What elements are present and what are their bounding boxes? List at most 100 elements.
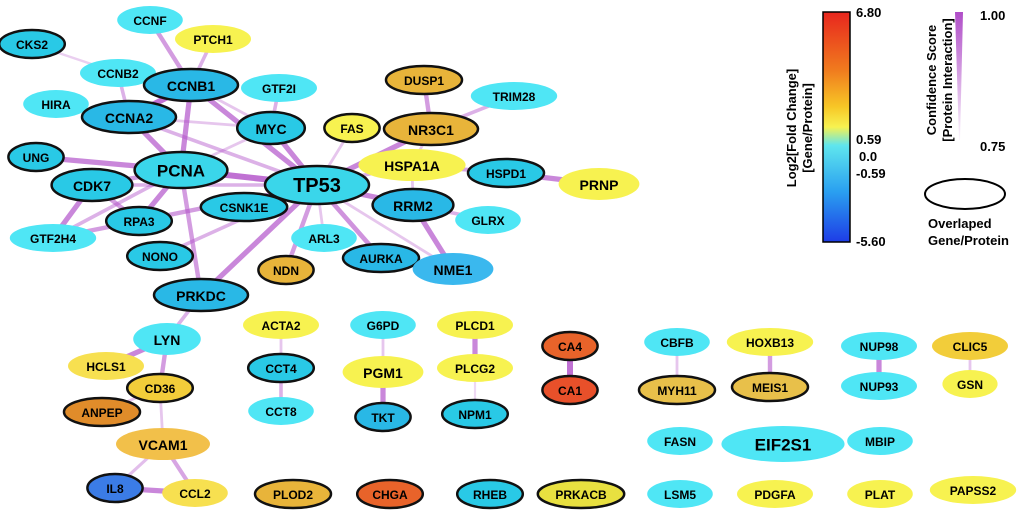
node-shape-myh11[interactable]: [637, 374, 717, 406]
node-lyn[interactable]: LYN: [133, 323, 201, 355]
node-csnk1e[interactable]: CSNK1E: [199, 191, 289, 223]
node-rheb[interactable]: RHEB: [455, 478, 525, 510]
node-shape-chga[interactable]: [355, 478, 425, 510]
node-glrx[interactable]: GLRX: [455, 206, 521, 234]
node-shape-nono[interactable]: [125, 240, 195, 272]
node-shape-cct4[interactable]: [246, 352, 316, 384]
node-il8[interactable]: IL8: [86, 472, 144, 504]
node-cd36[interactable]: CD36: [125, 372, 195, 404]
node-shape-vcam1[interactable]: [116, 428, 210, 460]
node-ccnf[interactable]: CCNF: [117, 6, 183, 34]
node-hira[interactable]: HIRA: [23, 90, 89, 118]
node-shape-nr3c1[interactable]: [382, 111, 480, 147]
node-myh11[interactable]: MYH11: [637, 374, 717, 406]
node-trim28[interactable]: TRIM28: [470, 82, 558, 110]
node-shape-nup98[interactable]: [841, 332, 917, 360]
node-shape-hcls1[interactable]: [68, 352, 144, 380]
node-shape-csnk1e[interactable]: [199, 191, 289, 223]
node-plod2[interactable]: PLOD2: [253, 478, 333, 510]
node-pgm1[interactable]: PGM1: [342, 356, 424, 388]
node-papss2[interactable]: PAPSS2: [929, 476, 1017, 504]
node-shape-cbfb[interactable]: [644, 328, 710, 356]
node-shape-anpep[interactable]: [62, 396, 142, 428]
node-fasn[interactable]: FASN: [647, 427, 713, 455]
node-ptch1[interactable]: PTCH1: [175, 25, 251, 53]
node-hspa1a[interactable]: HSPA1A: [358, 149, 466, 181]
node-arl3[interactable]: ARL3: [291, 224, 357, 252]
node-shape-plcg2[interactable]: [437, 354, 513, 382]
node-plat[interactable]: PLAT: [847, 480, 913, 508]
node-shape-prkdc[interactable]: [152, 277, 250, 313]
node-rpa3[interactable]: RPA3: [104, 205, 174, 237]
node-shape-fasn[interactable]: [647, 427, 713, 455]
node-shape-g6pd[interactable]: [350, 311, 416, 339]
node-cct8[interactable]: CCT8: [248, 397, 314, 425]
node-nup98[interactable]: NUP98: [841, 332, 917, 360]
node-shape-plat[interactable]: [847, 480, 913, 508]
node-shape-rrm2[interactable]: [371, 187, 455, 223]
node-ndn[interactable]: NDN: [257, 254, 315, 286]
node-shape-ccnf[interactable]: [117, 6, 183, 34]
node-shape-il8[interactable]: [86, 472, 144, 504]
node-shape-ptch1[interactable]: [175, 25, 251, 53]
node-myc[interactable]: MYC: [235, 110, 307, 146]
node-shape-tkt[interactable]: [354, 401, 412, 433]
node-shape-cd36[interactable]: [125, 372, 195, 404]
node-nr3c1[interactable]: NR3C1: [382, 111, 480, 147]
node-plcd1[interactable]: PLCD1: [437, 311, 513, 339]
node-cdk7[interactable]: CDK7: [50, 167, 134, 203]
node-pdgfa[interactable]: PDGFA: [737, 480, 813, 508]
node-gsn[interactable]: GSN: [942, 370, 998, 398]
node-shape-ca1[interactable]: [541, 374, 599, 406]
node-shape-papss2[interactable]: [929, 476, 1017, 504]
node-hoxb13[interactable]: HOXB13: [726, 328, 814, 356]
node-shape-arl3[interactable]: [291, 224, 357, 252]
node-shape-ndn[interactable]: [257, 254, 315, 286]
node-shape-rpa3[interactable]: [104, 205, 174, 237]
node-shape-hira[interactable]: [23, 90, 89, 118]
node-shape-ccnb2[interactable]: [80, 59, 156, 87]
node-clic5[interactable]: CLIC5: [932, 332, 1008, 360]
node-shape-rheb[interactable]: [455, 478, 525, 510]
node-pcna[interactable]: PCNA: [133, 150, 229, 190]
node-shape-glrx[interactable]: [455, 206, 521, 234]
node-shape-hspd1[interactable]: [466, 157, 546, 189]
node-shape-trim28[interactable]: [470, 82, 558, 110]
node-hspd1[interactable]: HSPD1: [466, 157, 546, 189]
node-ccl2[interactable]: CCL2: [162, 479, 228, 507]
node-shape-clic5[interactable]: [932, 332, 1008, 360]
node-eif2s1[interactable]: EIF2S1: [721, 426, 845, 462]
node-hcls1[interactable]: HCLS1: [68, 352, 144, 380]
node-shape-pcna[interactable]: [133, 150, 229, 190]
node-fas[interactable]: FAS: [323, 112, 381, 144]
node-aurka[interactable]: AURKA: [341, 242, 421, 274]
node-shape-gtf2i[interactable]: [241, 74, 317, 102]
node-shape-ccnb1[interactable]: [142, 67, 240, 103]
node-cbfb[interactable]: CBFB: [644, 328, 710, 356]
node-mbip[interactable]: MBIP: [847, 427, 913, 455]
node-gtf2h4[interactable]: GTF2H4: [9, 224, 97, 252]
node-shape-pdgfa[interactable]: [737, 480, 813, 508]
node-shape-tp53[interactable]: [263, 164, 371, 206]
node-ccnb2[interactable]: CCNB2: [80, 59, 156, 87]
node-shape-gsn[interactable]: [942, 370, 998, 398]
node-shape-mbip[interactable]: [847, 427, 913, 455]
node-rrm2[interactable]: RRM2: [371, 187, 455, 223]
node-shape-eif2s1[interactable]: [721, 426, 845, 462]
node-nono[interactable]: NONO: [125, 240, 195, 272]
node-prnp[interactable]: PRNP: [558, 168, 640, 200]
node-npm1[interactable]: NPM1: [440, 398, 510, 430]
node-shape-pgm1[interactable]: [342, 356, 424, 388]
node-shape-hoxb13[interactable]: [726, 328, 814, 356]
node-shape-ung[interactable]: [7, 141, 65, 173]
node-anpep[interactable]: ANPEP: [62, 396, 142, 428]
node-shape-lyn[interactable]: [133, 323, 201, 355]
node-shape-cks2[interactable]: [0, 28, 67, 60]
node-ccnb1[interactable]: CCNB1: [142, 67, 240, 103]
node-dusp1[interactable]: DUSP1: [384, 64, 464, 96]
node-shape-dusp1[interactable]: [384, 64, 464, 96]
node-ca4[interactable]: CA4: [541, 330, 599, 362]
node-acta2[interactable]: ACTA2: [243, 311, 319, 339]
node-shape-prnp[interactable]: [558, 168, 640, 200]
node-shape-ccna2[interactable]: [80, 99, 178, 135]
